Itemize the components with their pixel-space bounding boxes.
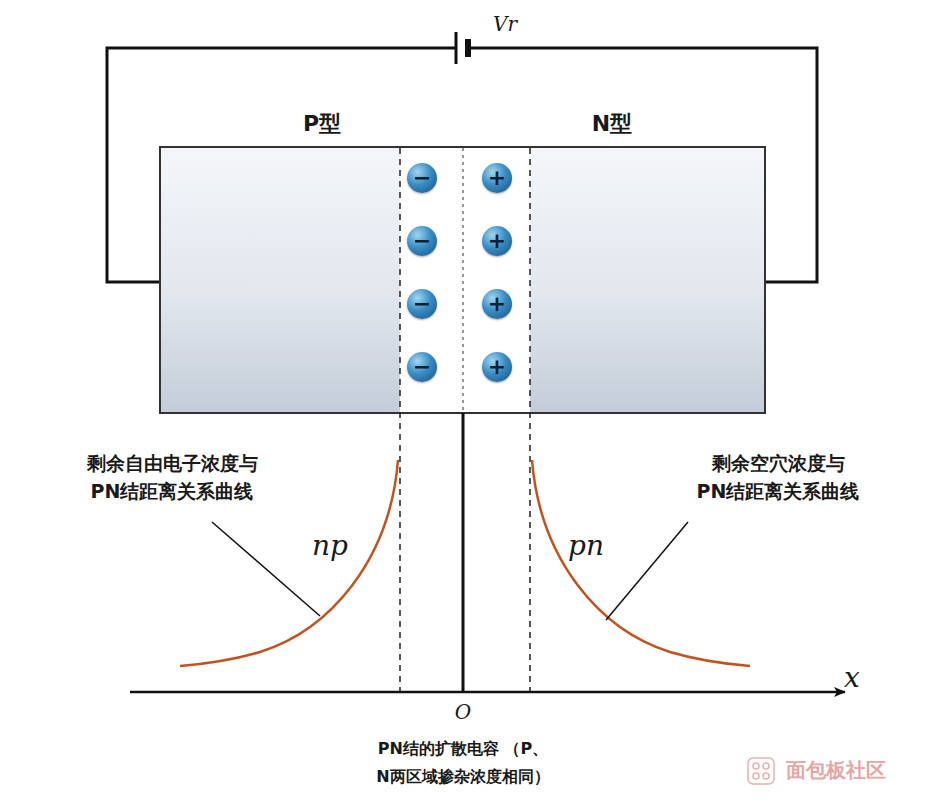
x-axis: [130, 691, 845, 694]
concentration-curve: [180, 460, 750, 666]
negative-ion: −: [407, 289, 437, 319]
ion-sign: +: [488, 230, 506, 252]
positive-ion: +: [482, 226, 512, 256]
watermark: 面包板社区: [786, 756, 886, 785]
region-label: N型: [592, 108, 632, 140]
leader-line: [212, 522, 688, 620]
curve-label: pn: [568, 526, 604, 567]
depletion-region: [400, 148, 530, 412]
ion-sign: −: [413, 356, 431, 378]
negative-ion: −: [407, 163, 437, 193]
positive-ion: +: [482, 163, 512, 193]
negative-ion: −: [407, 226, 437, 256]
positive-ion: +: [482, 352, 512, 382]
region-label: P型: [303, 108, 341, 140]
ion-sign: +: [488, 293, 506, 315]
ion-sign: −: [413, 167, 431, 189]
ion-sign: −: [413, 230, 431, 252]
axis-label: x: [844, 658, 860, 699]
ion-sign: +: [488, 167, 506, 189]
semiconductor-block: [160, 147, 765, 413]
positive-ion: +: [482, 289, 512, 319]
origin-label: O: [455, 698, 471, 727]
battery-symbol: [456, 32, 468, 64]
curve-description: 剩余自由电子浓度与 PN结距离关系曲线: [37, 450, 307, 505]
curve-label: np: [312, 526, 348, 567]
negative-ion: −: [407, 352, 437, 382]
curve-description: 剩余空穴浓度与 PN结距离关系曲线: [653, 450, 903, 505]
watermark-logo: [748, 758, 774, 784]
figure-caption: PN结的扩散电容 （P、N两区域掺杂浓度相同）: [313, 735, 613, 791]
ion-sign: −: [413, 293, 431, 315]
region-boundary: [400, 148, 530, 692]
battery-label: Vr: [493, 10, 517, 39]
block-outline: [160, 147, 765, 413]
ion-sign: +: [488, 356, 506, 378]
junction-line: [462, 413, 465, 692]
